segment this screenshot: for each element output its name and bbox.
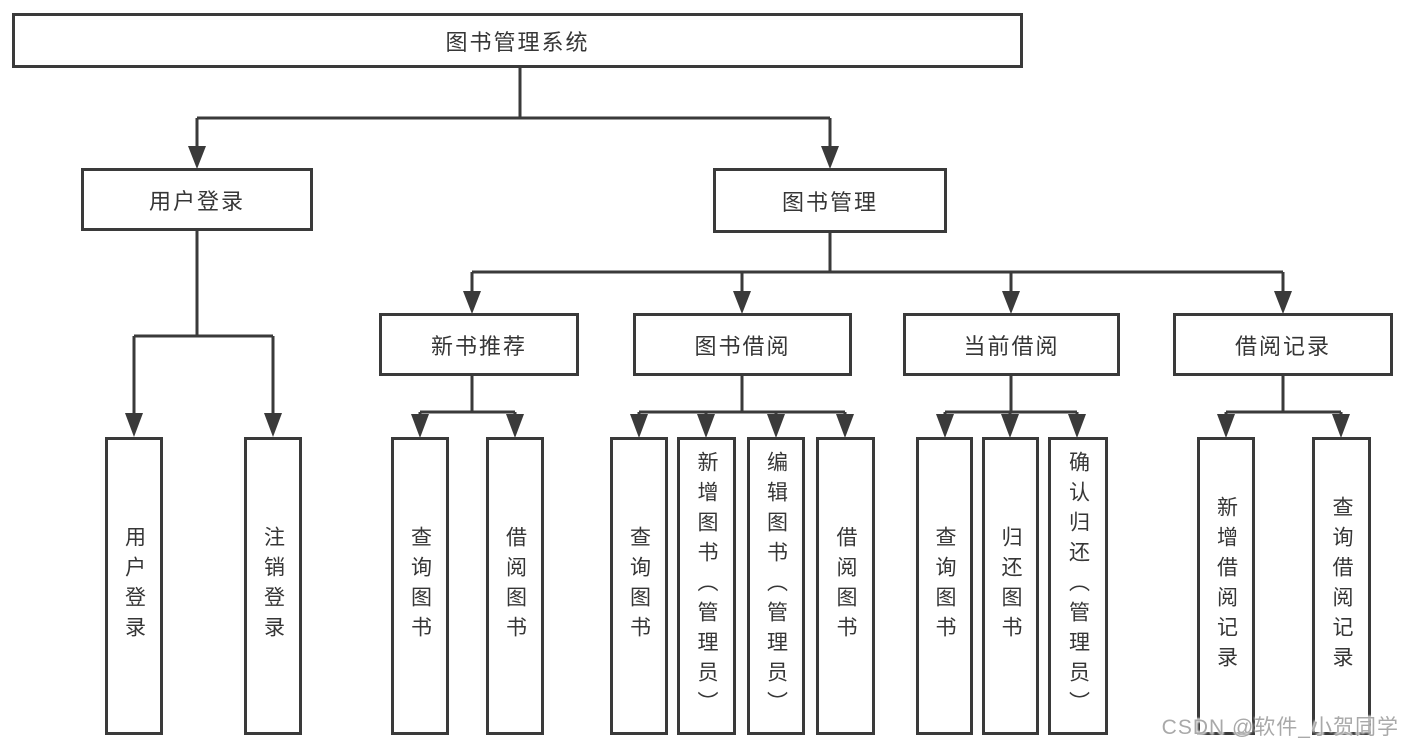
- node-user-login: 用户登录: [81, 168, 313, 231]
- leaf-confirm-return-admin: 确认归还（管理员）: [1048, 437, 1108, 735]
- node-current-borrowing: 当前借阅: [903, 313, 1120, 376]
- leaf-borrow-books: 借阅图书: [816, 437, 875, 735]
- leaf-query-books-borrow: 查询图书: [610, 437, 668, 735]
- leaf-edit-books-admin: 编辑图书（管理员）: [747, 437, 805, 735]
- leaf-borrow-books-recommend: 借阅图书: [486, 437, 544, 735]
- connectors-user-login-children: [125, 231, 282, 437]
- leaf-return-books: 归还图书: [982, 437, 1039, 735]
- leaf-add-borrow-record: 新增借阅记录: [1197, 437, 1255, 735]
- node-new-book-recommendation: 新书推荐: [379, 313, 579, 376]
- connectors-book-management-children: [463, 233, 1292, 314]
- node-library-system: 图书管理系统: [12, 13, 1023, 68]
- leaf-query-books-current: 查询图书: [916, 437, 973, 735]
- node-book-management: 图书管理: [713, 168, 947, 233]
- connectors-root-to-level1: [188, 66, 839, 169]
- watermark: CSDN @软件_小贺同学: [1161, 716, 1399, 739]
- leaf-logout: 注销登录: [244, 437, 302, 735]
- node-book-borrowing: 图书借阅: [633, 313, 852, 376]
- connectors-level2-to-leaves: [411, 376, 1350, 438]
- leaf-query-books-recommend: 查询图书: [391, 437, 449, 735]
- node-borrowing-records: 借阅记录: [1173, 313, 1393, 376]
- leaf-add-books-admin: 新增图书（管理员）: [677, 437, 736, 735]
- leaf-query-borrow-record: 查询借阅记录: [1312, 437, 1371, 735]
- leaf-user-login: 用户登录: [105, 437, 163, 735]
